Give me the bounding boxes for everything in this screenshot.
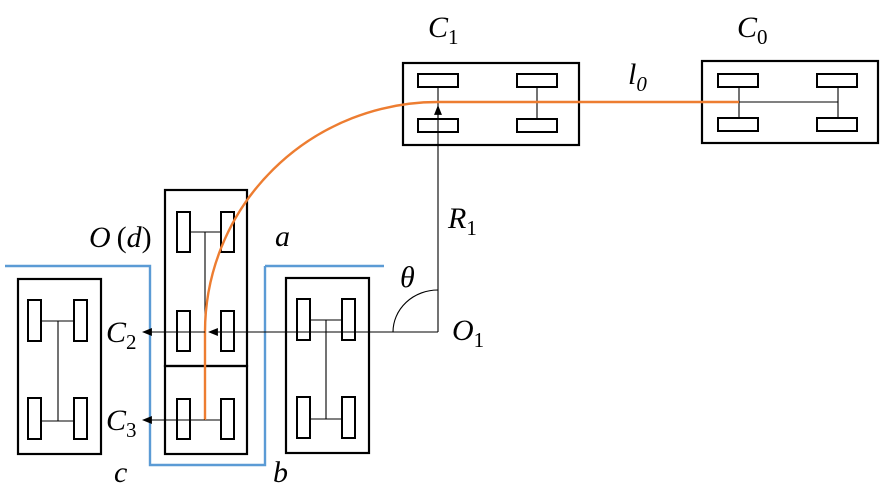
label-o-d: O(d)	[89, 221, 152, 254]
label-c: c	[114, 456, 127, 489]
parking-path	[203, 100, 739, 420]
label-c1: C1	[428, 11, 459, 49]
car-c1	[401, 61, 581, 147]
label-theta: θ	[400, 261, 415, 294]
label-c3: C3	[106, 404, 137, 442]
label-c0: C0	[737, 11, 768, 49]
parking-slot-boundary-left	[5, 264, 267, 467]
car-right-neighbor	[284, 276, 371, 455]
label-l0: l0	[628, 58, 647, 96]
label-c2: C2	[106, 316, 137, 354]
label-a: a	[275, 220, 290, 253]
label-r1: R1	[447, 202, 477, 240]
theta-angle-arc	[392, 289, 439, 333]
label-o1: O1	[452, 314, 484, 352]
car-c0	[700, 59, 880, 145]
label-b: b	[273, 456, 288, 489]
car-left-neighbor	[16, 277, 103, 456]
